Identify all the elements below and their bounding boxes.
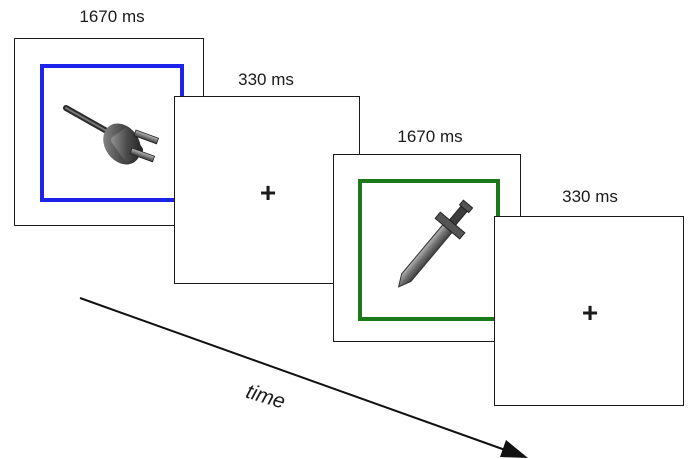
plug-icon [63,105,160,165]
time-axis-arrowhead [500,440,528,458]
fixation-cross: + [581,297,599,328]
screen-4-duration: 330 ms [562,187,618,206]
screen-4: + [494,216,684,406]
fixation-cross: + [259,177,277,208]
screen-2-duration: 330 ms [238,70,294,89]
screen-1-duration: 1670 ms [79,7,145,26]
screen-1-blue-frame [40,64,184,202]
sword-icon [397,199,474,288]
time-axis-line [79,297,509,452]
screen-3-duration: 1670 ms [397,127,463,146]
screen-3-green-frame [358,179,500,321]
screen-3 [333,154,521,342]
screen-2: + [174,96,360,284]
screen-1 [14,38,204,226]
